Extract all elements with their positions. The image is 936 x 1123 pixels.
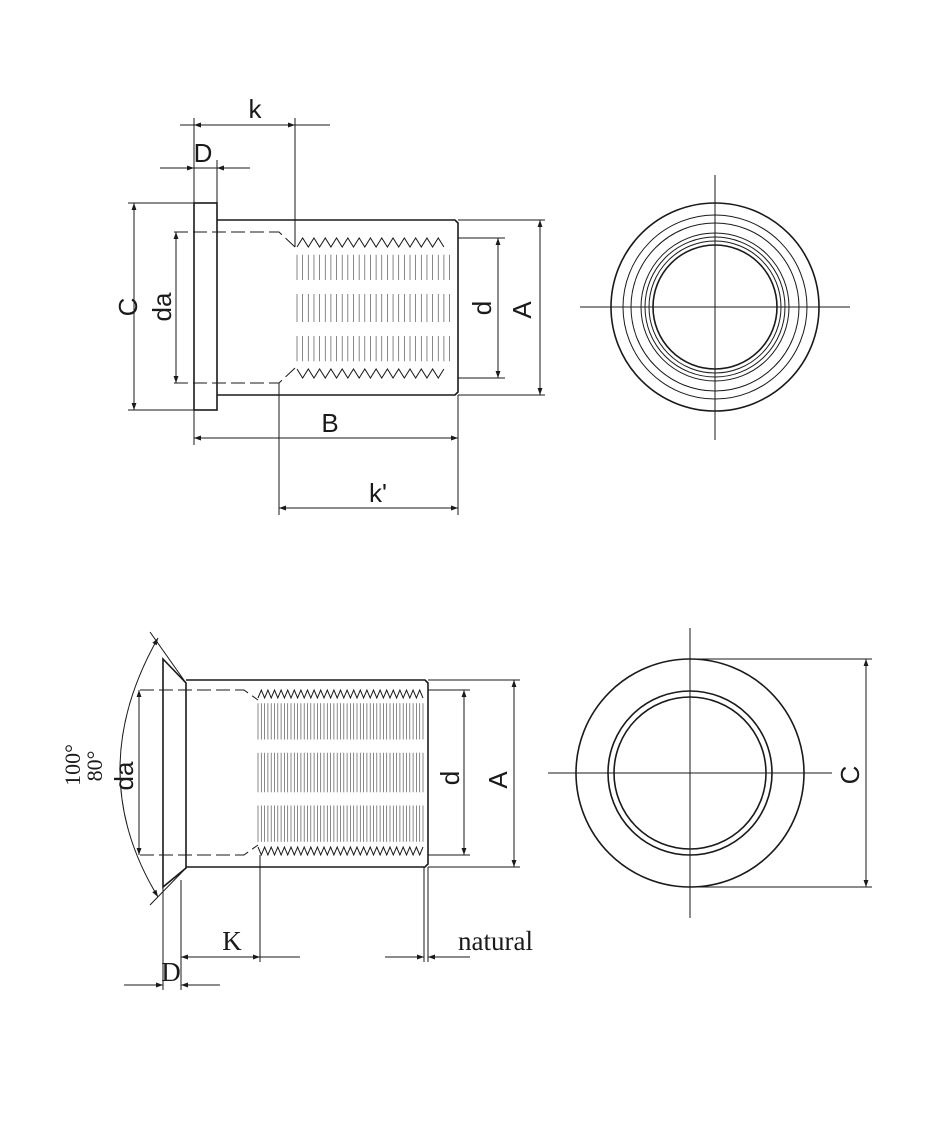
top-hidden-bore xyxy=(174,231,296,248)
top-label-d: d xyxy=(467,301,497,315)
bottom-angle-ext-bottom xyxy=(149,867,187,906)
bottom-label-angle-100: 100° xyxy=(60,744,85,786)
thread-crest-top xyxy=(296,237,445,248)
top-flange xyxy=(193,202,218,411)
bottom-label-K: K xyxy=(222,926,242,956)
bottom-angle-ext-top xyxy=(149,631,187,684)
top-body-outline xyxy=(217,219,459,396)
bottom-body-outline xyxy=(186,679,429,868)
thread-crest-bottom xyxy=(257,845,424,857)
bottom-label-natural: natural xyxy=(458,926,533,956)
bottom-label-D: D xyxy=(161,957,181,987)
bottom-angle-arc xyxy=(119,637,159,898)
top-side-view: k D C da d A B k' xyxy=(113,94,545,515)
top-label-C: C xyxy=(113,298,143,317)
top-label-A: A xyxy=(507,301,537,319)
bottom-end-label-C: C xyxy=(835,766,865,785)
bottom-label-angle-80: 80° xyxy=(82,751,107,782)
bottom-label-A: A xyxy=(483,771,513,789)
bottom-csk-head xyxy=(162,657,187,889)
thread-crest-top xyxy=(257,688,424,700)
bottom-thread xyxy=(257,688,424,857)
top-hidden-bore-lower xyxy=(174,367,296,384)
bottom-side-view: 100° 80° da d A K D natural xyxy=(60,631,533,990)
thread-crest-bottom xyxy=(296,368,445,379)
top-label-da: da xyxy=(147,292,177,321)
top-label-D: D xyxy=(194,138,213,168)
bottom-hidden-bore xyxy=(140,689,259,701)
top-thread xyxy=(296,237,450,379)
top-label-k-prime: k' xyxy=(369,478,387,508)
top-end-view xyxy=(580,175,850,440)
bottom-label-da: da xyxy=(109,761,139,790)
top-label-B: B xyxy=(321,408,338,438)
bottom-label-d: d xyxy=(435,771,465,785)
bottom-end-view: C xyxy=(548,628,872,918)
top-label-k: k xyxy=(249,94,263,124)
bottom-hidden-bore-lower xyxy=(140,844,259,856)
